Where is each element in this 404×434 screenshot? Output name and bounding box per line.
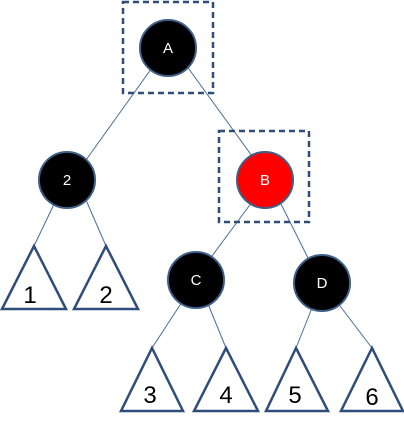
edge-A-2	[85, 64, 155, 161]
tree-node-C	[167, 251, 225, 309]
subtree-label-4: 4	[219, 382, 232, 409]
subtree-label-3: 3	[143, 382, 156, 409]
subtree-triangles	[0, 243, 404, 413]
subtree-triangle-4	[191, 345, 261, 413]
edge-2-sub2	[85, 199, 107, 247]
subtree-triangle-5	[264, 345, 331, 413]
subtree-triangle-1	[0, 243, 69, 311]
highlight-box-B	[217, 129, 311, 224]
tree-node-label-A: A	[163, 40, 173, 57]
subtree-triangle-3	[118, 345, 186, 413]
subtree-triangle-2	[71, 243, 141, 311]
edge-B-C	[211, 201, 253, 257]
tree-edges	[33, 64, 373, 349]
tree-node-label-D: D	[317, 275, 328, 292]
subtree-label-6: 6	[365, 384, 378, 411]
tree-node-label-C: C	[191, 272, 202, 289]
edge-C-sub4	[207, 303, 227, 349]
edge-A-B	[185, 64, 253, 157]
edge-B-D	[279, 201, 309, 259]
highlight-box-A	[121, 0, 215, 95]
tree-node-B	[236, 151, 294, 209]
subtree-label-1: 1	[23, 282, 36, 309]
edge-D-sub5	[295, 307, 313, 349]
tree-node-label-B: B	[260, 172, 270, 189]
tree-node-A	[139, 19, 197, 77]
subtree-triangle-6	[338, 345, 404, 413]
tree-node-label-2: 2	[63, 172, 71, 189]
edge-C-sub3	[151, 301, 183, 349]
edge-D-sub6	[339, 305, 373, 349]
tree-node-2	[38, 151, 96, 209]
subtree-label-5: 5	[288, 382, 301, 409]
tree-node-D	[293, 254, 351, 312]
subtree-label-2: 2	[99, 282, 112, 309]
edge-2-sub1	[33, 199, 57, 247]
